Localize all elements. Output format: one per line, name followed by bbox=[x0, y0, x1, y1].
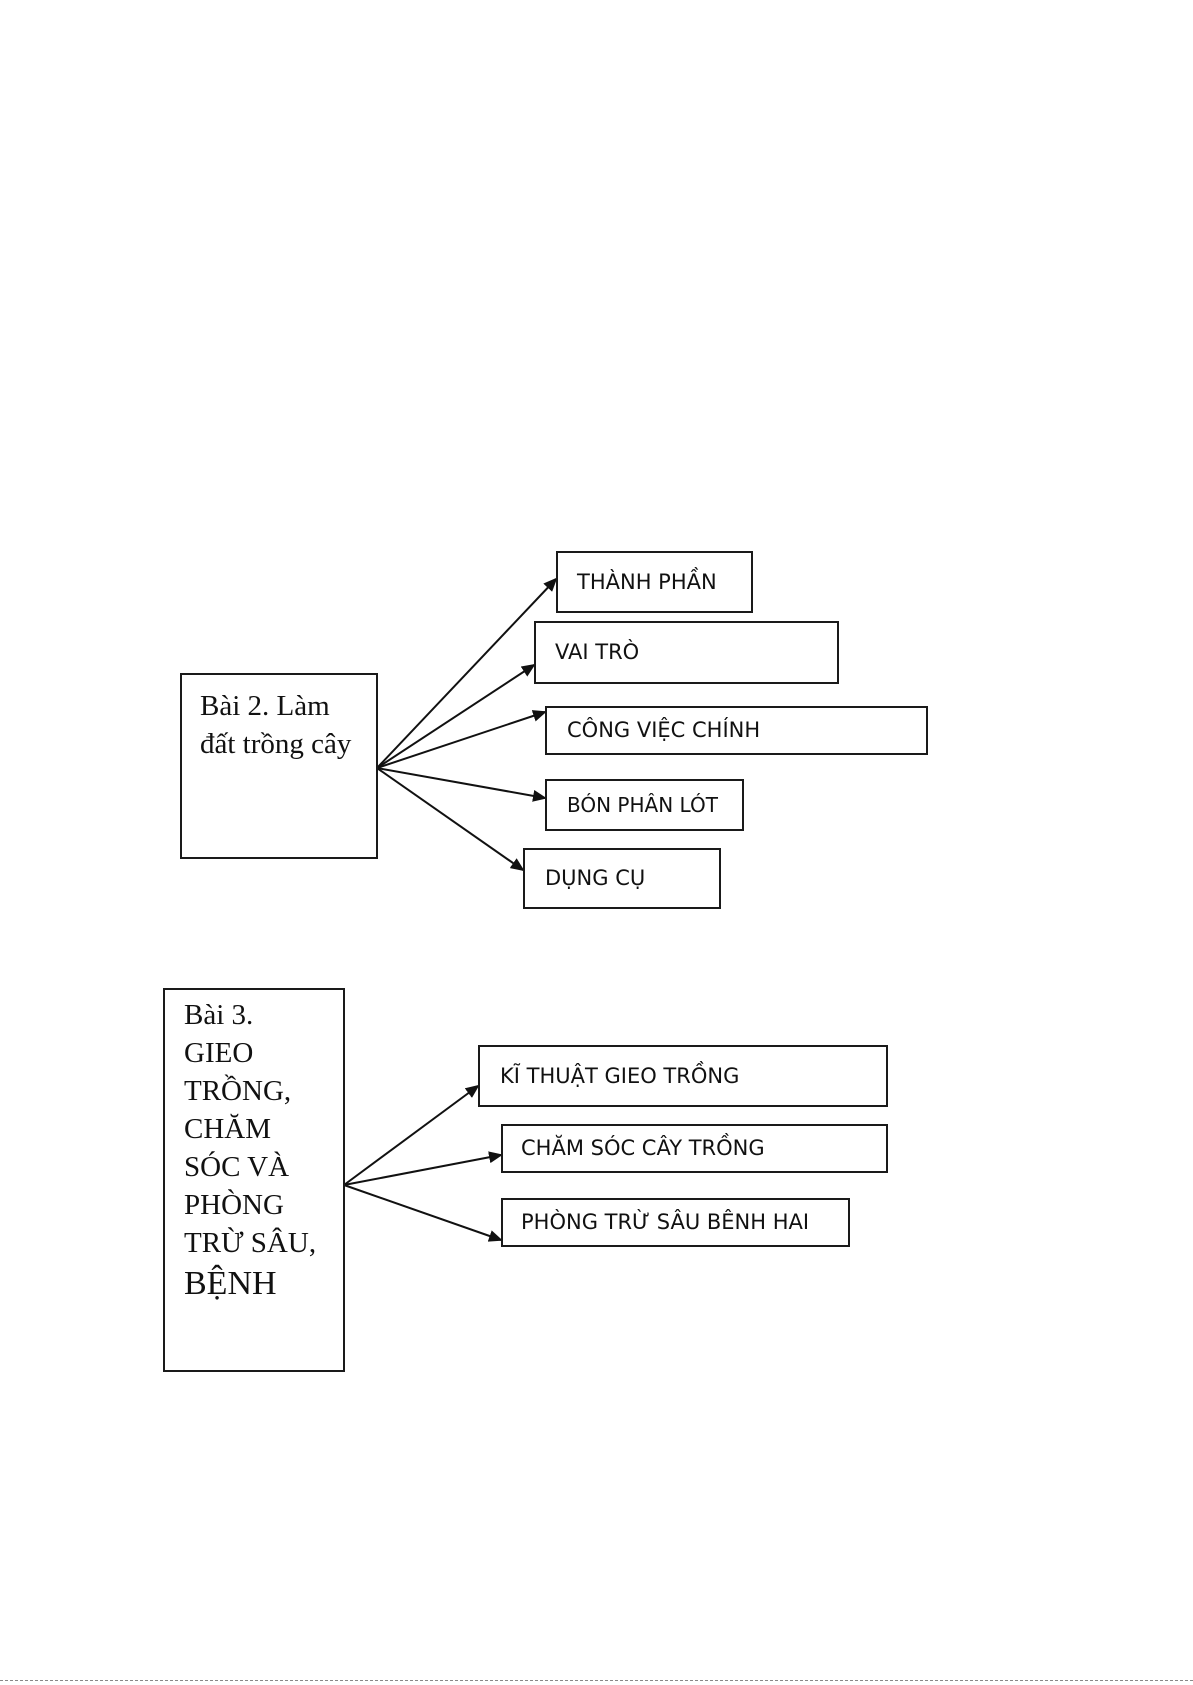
lesson2-root-box: Bài 2. Làm đất trồng cây bbox=[180, 673, 378, 859]
node-bon-phan-lot: BÓN PHÂN LÓT bbox=[545, 779, 744, 831]
node-label: CÔNG VIỆC CHÍNH bbox=[567, 720, 760, 741]
node-label: PHÒNG TRỪ SÂU BÊNH HAI bbox=[521, 1212, 809, 1233]
node-ki-thuat-gieo-trong: KĨ THUẬT GIEO TRỒNG bbox=[478, 1045, 888, 1107]
lesson3-root-line: PHÒNG bbox=[184, 1186, 343, 1224]
node-cong-viec-chinh: CÔNG VIỆC CHÍNH bbox=[545, 706, 928, 755]
arrow-to-dung-cu bbox=[377, 768, 523, 870]
node-thanh-phan: THÀNH PHẦN bbox=[556, 551, 753, 613]
node-label: DỤNG CỤ bbox=[545, 868, 645, 889]
arrow-to-vai-tro bbox=[377, 665, 534, 768]
node-label: CHĂM SÓC CÂY TRỒNG bbox=[521, 1138, 765, 1159]
node-vai-tro: VAI TRÒ bbox=[534, 621, 839, 684]
arrow-to-ki-thuat-gieo-trong bbox=[344, 1086, 478, 1185]
arrow-to-thanh-phan bbox=[377, 579, 556, 768]
arrow-to-bon-phan-lot bbox=[377, 768, 545, 798]
node-dung-cu: DỤNG CỤ bbox=[523, 848, 721, 909]
lesson2-root-line: đất trồng cây bbox=[200, 725, 376, 763]
lesson3-root-line: BỆNH bbox=[184, 1262, 343, 1306]
page-bottom-rule bbox=[0, 1680, 1193, 1681]
lesson3-root-line: TRỒNG, bbox=[184, 1072, 343, 1110]
node-label: KĨ THUẬT GIEO TRỒNG bbox=[500, 1066, 739, 1087]
lesson3-root-box: Bài 3. GIEO TRỒNG, CHĂM SÓC VÀ PHÒNG TRỪ… bbox=[163, 988, 345, 1372]
lesson3-root-line: Bài 3. bbox=[184, 996, 343, 1034]
arrow-to-cham-soc-cay-trong bbox=[344, 1155, 501, 1185]
lesson3-root-line: TRỪ SÂU, bbox=[184, 1224, 343, 1262]
lesson3-root-line: CHĂM bbox=[184, 1110, 343, 1148]
node-label: VAI TRÒ bbox=[555, 642, 639, 663]
lesson3-root-line: SÓC VÀ bbox=[184, 1148, 343, 1186]
lesson2-root-line: Bài 2. Làm bbox=[200, 687, 376, 725]
node-cham-soc-cay-trong: CHĂM SÓC CÂY TRỒNG bbox=[501, 1124, 888, 1173]
lesson3-root-line: GIEO bbox=[184, 1034, 343, 1072]
arrow-to-phong-tru-sau-benh bbox=[344, 1185, 501, 1240]
node-label: THÀNH PHẦN bbox=[577, 572, 717, 593]
node-phong-tru-sau-benh-hai: PHÒNG TRỪ SÂU BÊNH HAI bbox=[501, 1198, 850, 1247]
node-label: BÓN PHÂN LÓT bbox=[567, 795, 718, 815]
